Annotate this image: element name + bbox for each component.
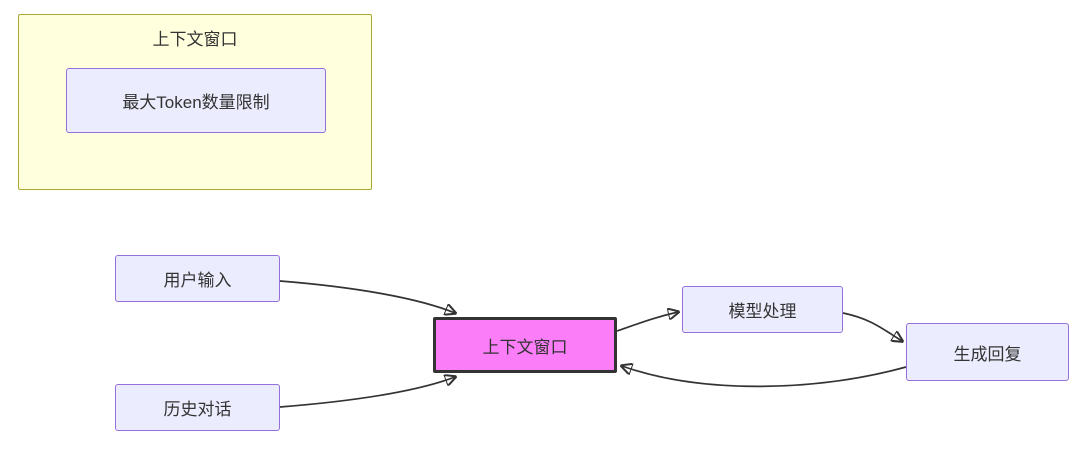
subgraph-context-window: 上下文窗口 最大Token数量限制 <box>18 14 372 190</box>
node-label-context-window: 上下文窗口 <box>482 337 568 357</box>
subgraph-title: 上下文窗口 <box>152 30 238 49</box>
edge-model-to-reply <box>842 312 902 341</box>
node-label-model-process: 模型处理 <box>728 302 797 321</box>
node-label-max-token-limit: 最大Token数量限制 <box>122 93 270 112</box>
node-user-input: 用户输入 <box>115 255 280 302</box>
node-generate-reply: 生成回复 <box>906 323 1069 381</box>
node-label-generate-reply: 生成回复 <box>953 344 1022 364</box>
node-context-window: 上下文窗口 <box>433 317 617 373</box>
node-label-history-dialog: 历史对话 <box>163 400 232 419</box>
node-max-token-limit: 最大Token数量限制 <box>66 68 326 133</box>
edge-user-input-to-context <box>279 280 455 313</box>
edge-context-to-model <box>616 312 678 332</box>
edge-history-to-context <box>279 377 455 408</box>
node-history-dialog: 历史对话 <box>115 384 280 431</box>
node-model-process: 模型处理 <box>682 286 843 333</box>
edge-reply-to-context <box>622 366 907 388</box>
node-label-user-input: 用户输入 <box>163 271 232 290</box>
